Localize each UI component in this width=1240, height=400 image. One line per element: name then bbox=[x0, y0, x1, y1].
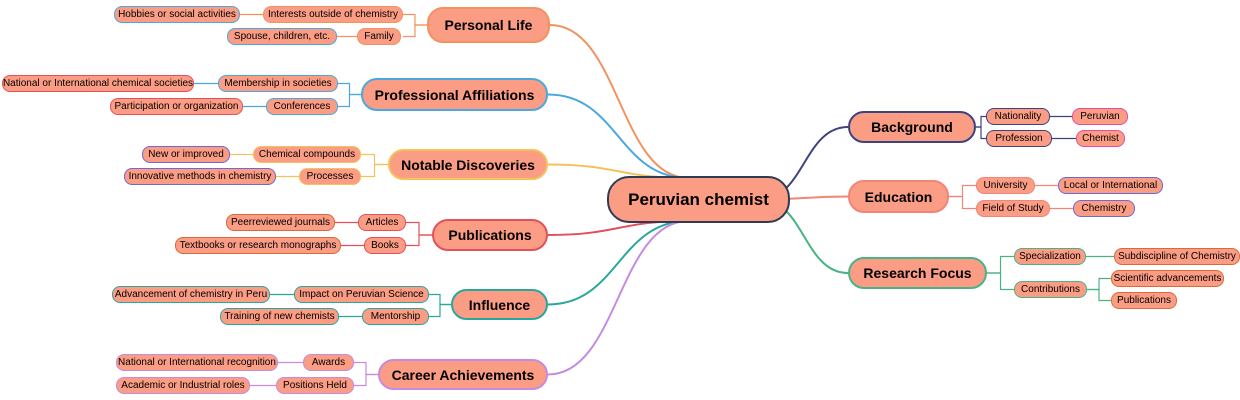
node-peruvian[interactable]: Peruvian bbox=[1072, 108, 1128, 125]
branch-personal-life[interactable]: Personal Life bbox=[427, 7, 550, 43]
connector-notable-discoveries-children-0 bbox=[361, 153, 388, 166]
branch-professional-affiliations[interactable]: Professional Affiliations bbox=[361, 78, 548, 111]
node-field-of-study[interactable]: Field of Study bbox=[976, 200, 1050, 217]
node-family[interactable]: Family bbox=[357, 28, 401, 45]
connector-education-children-1 bbox=[949, 195, 976, 210]
root-node-peruvian-chemist[interactable]: Peruvian chemist bbox=[607, 176, 790, 223]
node-awards[interactable]: Awards bbox=[303, 354, 354, 371]
node-nationality[interactable]: Nationality bbox=[986, 108, 1050, 125]
node-training-of-new-chemists[interactable]: Training of new chemists bbox=[220, 308, 339, 325]
branch-research-focus[interactable]: Research Focus bbox=[848, 257, 987, 289]
node-textbooks-or-research-monographs[interactable]: Textbooks or research monographs bbox=[175, 237, 341, 254]
connector-background-children-0 bbox=[976, 115, 986, 128]
node-participation-or-organization[interactable]: Participation or organization bbox=[110, 98, 243, 115]
node-academic-or-industrial-roles[interactable]: Academic or Industrial roles bbox=[116, 377, 250, 394]
node-positions-held[interactable]: Positions Held bbox=[276, 377, 354, 394]
connector-influence-children-0 bbox=[429, 293, 451, 306]
node-conferences[interactable]: Conferences bbox=[266, 98, 338, 115]
node-subdiscipline-of-chemistry[interactable]: Subdiscipline of Chemistry bbox=[1114, 248, 1240, 265]
connector-background-children-1 bbox=[976, 126, 986, 140]
branch-career-achievements[interactable]: Career Achievements bbox=[378, 359, 548, 390]
node-new-or-improved[interactable]: New or improved bbox=[142, 146, 230, 163]
branch-notable-discoveries[interactable]: Notable Discoveries bbox=[388, 149, 548, 180]
node-contributions[interactable]: Contributions bbox=[1014, 281, 1087, 298]
node-innovative-methods-in-chemistry[interactable]: Innovative methods in chemistry bbox=[124, 168, 276, 185]
node-publications[interactable]: Publications bbox=[1111, 292, 1177, 309]
node-impact-on-peruvian-science[interactable]: Impact on Peruvian Science bbox=[294, 286, 429, 303]
connector-root-personal-life bbox=[549, 24, 689, 179]
node-interests-outside-of-chemistry[interactable]: Interests outside of chemistry bbox=[263, 6, 403, 23]
connector-influence-children-1 bbox=[429, 303, 451, 318]
node-national-or-international-chemical-societies[interactable]: National or International chemical socie… bbox=[2, 75, 194, 92]
node-scientific-advancements[interactable]: Scientific advancements bbox=[1111, 270, 1224, 287]
node-mentorship[interactable]: Mentorship bbox=[362, 308, 429, 325]
node-processes[interactable]: Processes bbox=[299, 168, 361, 185]
branch-background[interactable]: Background bbox=[848, 111, 976, 143]
connector-personal-life-children-0 bbox=[403, 13, 427, 26]
node-peerreviewed-journals[interactable]: Peerreviewed journals bbox=[226, 214, 335, 231]
connector-publications-children-1 bbox=[406, 234, 432, 247]
connector-research-focus-children-1 bbox=[987, 272, 1014, 291]
connector-professional-affiliations-children-0 bbox=[338, 82, 361, 96]
node-specialization[interactable]: Specialization bbox=[1014, 248, 1086, 265]
branch-education[interactable]: Education bbox=[848, 180, 949, 213]
connector-root-professional-affiliations bbox=[547, 93, 689, 179]
branch-publications[interactable]: Publications bbox=[432, 219, 548, 251]
node-hobbies-or-social-activities[interactable]: Hobbies or social activities bbox=[114, 6, 240, 23]
node-chemist[interactable]: Chemist bbox=[1076, 130, 1125, 147]
connector-root-career-achievements bbox=[547, 220, 689, 376]
connector-root-influence bbox=[547, 220, 689, 306]
connector-contributions-1 bbox=[1087, 288, 1111, 302]
node-advancement-of-chemistry-in-peru[interactable]: Advancement of chemistry in Peru bbox=[112, 286, 270, 303]
connector-research-focus-children-0 bbox=[987, 255, 1014, 274]
connector-career-achievements-children-0 bbox=[354, 361, 378, 376]
connector-professional-affiliations-children-1 bbox=[338, 93, 361, 108]
connector-publications-children-0 bbox=[406, 221, 432, 236]
branch-influence[interactable]: Influence bbox=[451, 289, 548, 320]
connector-education-children-0 bbox=[949, 184, 976, 198]
connector-career-achievements-children-1 bbox=[354, 373, 378, 387]
node-chemical-compounds[interactable]: Chemical compounds bbox=[253, 146, 361, 163]
node-local-or-international[interactable]: Local or International bbox=[1058, 177, 1163, 194]
node-profession[interactable]: Profession bbox=[986, 130, 1052, 147]
connector-contributions-0 bbox=[1087, 277, 1111, 291]
node-articles[interactable]: Articles bbox=[358, 214, 406, 231]
connector-personal-life-children-1 bbox=[403, 24, 427, 38]
connector-notable-discoveries-children-1 bbox=[361, 163, 388, 178]
node-membership-in-societies[interactable]: Membership in societies bbox=[218, 75, 338, 92]
node-national-or-international-recognition[interactable]: National or International recognition bbox=[116, 354, 278, 371]
node-books[interactable]: Books bbox=[364, 237, 406, 254]
node-university[interactable]: University bbox=[976, 177, 1035, 194]
node-spouse-children-etc[interactable]: Spouse, children, etc. bbox=[227, 28, 337, 45]
node-chemistry[interactable]: Chemistry bbox=[1073, 200, 1135, 217]
